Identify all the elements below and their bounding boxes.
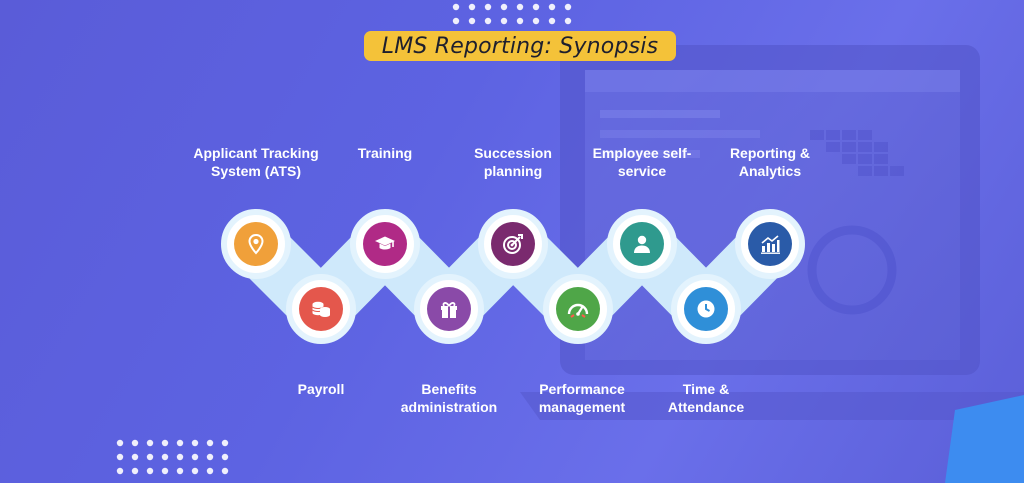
label-time-attendance: Time & Attendance bbox=[667, 381, 745, 415]
dot-grid-top bbox=[452, 3, 572, 25]
label-performance-management: Performance management bbox=[538, 381, 626, 415]
user-icon bbox=[620, 222, 664, 266]
dot-grid-bottom bbox=[116, 439, 229, 475]
label-ats: Applicant Tracking System (ATS) bbox=[193, 145, 319, 179]
heatmap-decoration bbox=[810, 130, 904, 176]
label-payroll: Payroll bbox=[297, 381, 345, 397]
location-pin-icon bbox=[234, 222, 278, 266]
title-banner: LMS Reporting: Synopsis bbox=[364, 31, 676, 61]
gauge-icon bbox=[556, 287, 600, 331]
bar-chart-icon bbox=[748, 222, 792, 266]
clock-icon bbox=[684, 287, 728, 331]
label-succession-planning: Succession planning bbox=[474, 145, 552, 179]
label-benefits-administration: Benefits administration bbox=[400, 381, 498, 415]
coins-icon bbox=[299, 287, 343, 331]
corner-shape bbox=[945, 395, 1024, 483]
label-training: Training bbox=[357, 145, 413, 161]
page-title: LMS Reporting: Synopsis bbox=[381, 33, 659, 59]
graduation-cap-icon bbox=[363, 222, 407, 266]
label-employee-self-service: Employee self-service bbox=[592, 145, 692, 179]
target-icon bbox=[491, 222, 535, 266]
gift-icon bbox=[427, 287, 471, 331]
label-reporting-analytics: Reporting & Analytics bbox=[729, 145, 811, 179]
